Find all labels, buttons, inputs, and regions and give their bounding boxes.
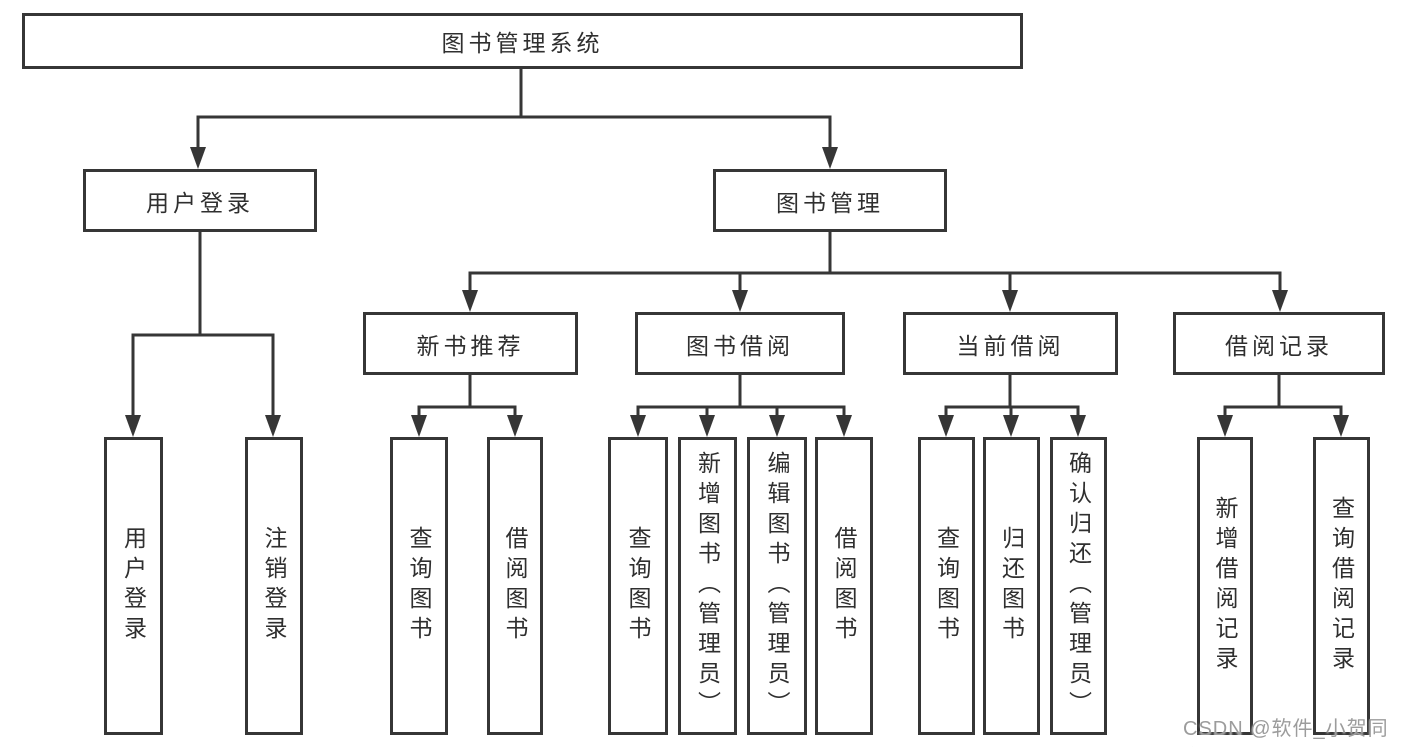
edge-recommend-to-children [417, 375, 517, 421]
arrowhead-icon [1003, 415, 1019, 437]
node-root-system: 图书管理系统 [22, 13, 1023, 69]
arrowhead-icon [1333, 415, 1349, 437]
node-book-management: 图书管理 [713, 169, 947, 232]
leaf-query-books-current: 查询图书 [918, 437, 975, 735]
arrowhead-icon [265, 415, 281, 437]
arrowhead-icon [1070, 415, 1086, 437]
arrowhead-icon [630, 415, 646, 437]
arrowheads [125, 147, 1349, 437]
arrowhead-icon [1002, 290, 1018, 312]
leaf-borrow-books-recommend: 借阅图书 [487, 437, 543, 735]
arrowhead-icon [190, 147, 206, 169]
leaf-edit-books-admin: 编辑图书（管理员） [747, 437, 807, 735]
leaf-add-borrow-record: 新增借阅记录 [1197, 437, 1253, 735]
leaf-query-books-borrow: 查询图书 [608, 437, 668, 735]
node-borrow-records: 借阅记录 [1173, 312, 1385, 375]
edge-login-to-children [131, 232, 275, 421]
arrowhead-icon [125, 415, 141, 437]
edge-current-to-children [944, 375, 1080, 421]
edge-borrow-to-children [636, 375, 846, 421]
node-book-borrow: 图书借阅 [635, 312, 845, 375]
node-new-book-recommend: 新书推荐 [363, 312, 578, 375]
leaf-confirm-return-admin: 确认归还（管理员） [1050, 437, 1107, 735]
csdn-watermark: CSDN @软件_小贺同学 [1183, 718, 1389, 740]
leaf-logout: 注销登录 [245, 437, 303, 735]
arrowhead-icon [822, 147, 838, 169]
edge-root-to-level2 [196, 69, 832, 153]
node-user-login: 用户登录 [83, 169, 317, 232]
arrowhead-icon [836, 415, 852, 437]
arrowhead-icon [769, 415, 785, 437]
arrowhead-icon [1217, 415, 1233, 437]
arrowhead-icon [699, 415, 715, 437]
leaf-query-books-recommend: 查询图书 [390, 437, 448, 735]
node-current-borrow: 当前借阅 [903, 312, 1118, 375]
edge-records-to-children [1223, 375, 1343, 421]
arrowhead-icon [507, 415, 523, 437]
arrowhead-icon [411, 415, 427, 437]
leaf-borrow-books: 借阅图书 [815, 437, 873, 735]
arrowhead-icon [732, 290, 748, 312]
edge-mgmt-to-level3 [468, 232, 1282, 296]
arrowhead-icon [462, 290, 478, 312]
leaf-user-login: 用户登录 [104, 437, 163, 735]
leaf-add-books-admin: 新增图书（管理员） [678, 437, 737, 735]
arrowhead-icon [1272, 290, 1288, 312]
edge-lines [131, 69, 1343, 421]
arrowhead-icon [938, 415, 954, 437]
leaf-return-books: 归还图书 [983, 437, 1040, 735]
leaf-query-borrow-record: 查询借阅记录 [1313, 437, 1370, 735]
